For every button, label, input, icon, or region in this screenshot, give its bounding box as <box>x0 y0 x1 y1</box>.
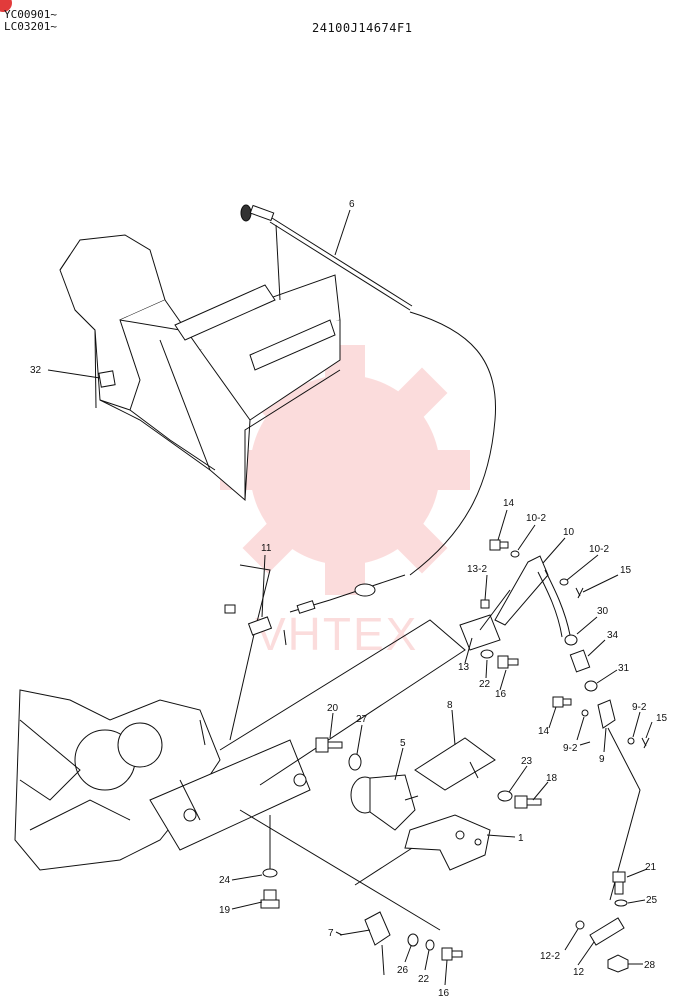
washer-26 <box>407 933 419 947</box>
callout-label: 32 <box>30 365 42 376</box>
spacer-30 <box>564 634 578 646</box>
bolt-14b <box>552 696 572 708</box>
callout-label: 24 <box>219 875 231 886</box>
bolt-18 <box>514 795 542 809</box>
leader-lines <box>47 209 653 986</box>
nut-28 <box>607 954 629 973</box>
callout-label: 27 <box>356 714 368 725</box>
washer-27 <box>348 753 362 771</box>
callout-label: 12 <box>573 967 585 978</box>
bolt-16 <box>497 655 519 669</box>
callout-label: 9-2 <box>563 743 578 754</box>
split-pin-15 <box>575 587 584 599</box>
plate-8 <box>414 737 496 791</box>
callout-label: 20 <box>327 703 339 714</box>
callout-label: 7 <box>328 928 334 939</box>
switch-7 <box>339 911 391 976</box>
split-pin-15b <box>641 737 650 749</box>
washer-24 <box>262 868 278 878</box>
callout-label: 16 <box>438 988 450 999</box>
washer-23 <box>497 790 513 802</box>
serial-line: LC03201~ <box>4 20 57 33</box>
callout-label: 5 <box>400 738 406 749</box>
callout-label: 10-2 <box>526 513 546 524</box>
bracket-13 <box>459 589 511 651</box>
bolt-14 <box>489 539 509 551</box>
lever-10 <box>494 555 571 638</box>
choke-cable <box>240 204 497 576</box>
callout-label: 23 <box>521 756 533 767</box>
document-number: 24100J14674F1 <box>312 21 413 35</box>
callout-label: 11 <box>261 543 272 554</box>
callout-label: 26 <box>397 965 409 976</box>
callout-label: 8 <box>447 700 453 711</box>
callout-label: 1 <box>518 833 524 844</box>
washer-10-2b <box>559 578 569 586</box>
corner-badge <box>0 0 12 12</box>
callout-label: 28 <box>644 960 656 971</box>
serial-range: YC00901~ LC03201~ <box>4 9 57 33</box>
callout-labels: 6 32 14 10-2 10 10-2 15 13-2 11 30 34 31… <box>30 199 668 999</box>
watermark-text: VHTEX <box>255 608 418 660</box>
lever-9 <box>597 699 641 901</box>
callout-label: 14 <box>538 726 550 737</box>
washer-22b <box>425 939 435 951</box>
callout-label: 22 <box>418 974 430 985</box>
washer-22 <box>480 649 494 659</box>
callout-label: 10 <box>563 527 575 538</box>
callout-label: 31 <box>618 663 630 674</box>
washer-25 <box>614 899 628 907</box>
callout-label: 19 <box>219 905 231 916</box>
callout-label: 13-2 <box>467 564 487 575</box>
bracket-1 <box>404 814 491 871</box>
callout-label: 13 <box>458 662 470 673</box>
callout-label: 21 <box>645 862 657 873</box>
callout-label: 6 <box>349 199 355 210</box>
bolt-16b <box>441 947 463 961</box>
nut-31 <box>584 680 598 692</box>
callout-label: 18 <box>546 773 558 784</box>
frame-assembly <box>59 234 341 502</box>
washer-9-2b <box>627 737 635 745</box>
bolt-21 <box>612 871 626 895</box>
callout-label: 12-2 <box>540 951 560 962</box>
callout-label: 30 <box>597 606 609 617</box>
callout-label: 15 <box>656 713 668 724</box>
washer-9-2 <box>581 709 589 717</box>
callout-label: 25 <box>646 895 658 906</box>
grommet-32 <box>98 370 116 388</box>
pin-13-2 <box>480 599 490 609</box>
callout-label: 15 <box>620 565 632 576</box>
callout-label: 9 <box>599 754 605 765</box>
solenoid-5 <box>350 774 419 831</box>
callout-label: 34 <box>607 630 619 641</box>
bolt-20 <box>315 737 343 753</box>
washer-12-2 <box>575 920 585 930</box>
washer-10-2 <box>510 550 520 558</box>
engine-block <box>14 619 466 931</box>
callout-label: 9-2 <box>632 702 647 713</box>
callout-label: 14 <box>503 498 515 509</box>
callout-label: 22 <box>479 679 491 690</box>
lever-12 <box>589 917 625 946</box>
bolt-19 <box>260 889 280 909</box>
serial-line: YC00901~ <box>4 8 57 21</box>
collar-34 <box>569 649 591 673</box>
callout-label: 16 <box>495 689 507 700</box>
callout-label: 10-2 <box>589 544 609 555</box>
